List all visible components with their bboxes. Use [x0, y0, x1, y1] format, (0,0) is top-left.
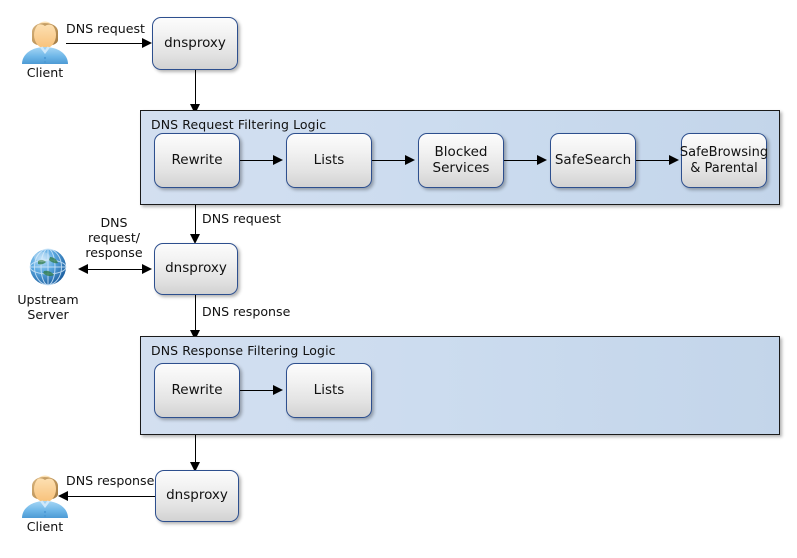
globe-icon-svg [29, 248, 67, 286]
arrow-proxy-to-client-head [58, 491, 68, 501]
arrow-req-4-head [669, 155, 679, 165]
person-icon-svg [22, 475, 68, 518]
stage-request-lists[interactable]: Lists [286, 133, 372, 188]
arrow-request-panel-to-proxy-head [189, 234, 200, 244]
arrow-proxy-to-request-panel-head [189, 104, 200, 114]
arrow-upstream-head-right [142, 264, 152, 274]
edge-label-proxy-to-request-filter: DNS request [202, 211, 281, 226]
actor-client-top: Client [12, 14, 78, 81]
arrow-upstream-head-left [78, 264, 88, 274]
arrow-req-4-line [636, 160, 671, 161]
edge-label-client-to-proxy: DNS request [66, 21, 145, 36]
arrow-proxy-to-response-panel-head [189, 330, 200, 340]
edge-label-proxy-to-response-filter: DNS response [202, 304, 291, 319]
person-icon-svg [22, 21, 68, 64]
node-dnsproxy-bottom[interactable]: dnsproxy [155, 470, 239, 522]
actor-upstream-server: Upstream Server [11, 243, 85, 323]
arrow-client-to-proxy-head [142, 38, 152, 48]
node-dnsproxy-top[interactable]: dnsproxy [152, 17, 238, 70]
edge-label-upstream-exchange: DNS request/ response [85, 215, 143, 260]
node-dnsproxy-middle[interactable]: dnsproxy [154, 243, 238, 295]
actor-caption: Client [26, 65, 64, 80]
actor-caption: Upstream Server [17, 292, 79, 322]
arrow-proxy-to-request-panel-line [195, 70, 196, 112]
arrow-req-3-line [504, 160, 539, 161]
stage-response-lists[interactable]: Lists [286, 363, 372, 418]
panel-request-title: DNS Request Filtering Logic [151, 117, 327, 132]
arrow-req-1-line [240, 160, 275, 161]
arrow-req-2-head [405, 155, 415, 165]
globe-icon [24, 243, 72, 291]
arrow-resp-1-line [240, 390, 275, 391]
actor-caption: Client [26, 519, 64, 534]
person-icon [18, 468, 72, 518]
arrow-req-3-head [537, 155, 547, 165]
panel-response-title: DNS Response Filtering Logic [151, 343, 336, 358]
arrow-proxy-to-response-panel-line [195, 295, 196, 340]
arrow-request-panel-to-proxy-line [195, 205, 196, 242]
arrow-response-panel-to-proxy-head [189, 462, 200, 472]
arrow-response-panel-to-proxy-line [195, 435, 196, 475]
stage-response-rewrite[interactable]: Rewrite [154, 363, 240, 418]
stage-request-blocked-services[interactable]: Blocked Services [418, 133, 504, 188]
arrow-req-1-head [273, 155, 283, 165]
actor-client-bottom: Client [12, 468, 78, 535]
person-icon [18, 14, 72, 64]
arrow-resp-1-head [273, 385, 283, 395]
stage-request-rewrite[interactable]: Rewrite [154, 133, 240, 188]
panel-request-filtering: DNS Request Filtering Logic [140, 110, 780, 205]
arrow-upstream-line [86, 269, 144, 270]
stage-request-safesearch[interactable]: SafeSearch [550, 133, 636, 188]
arrow-proxy-to-client-line [66, 496, 156, 497]
arrow-client-to-proxy-line [66, 43, 144, 44]
stage-request-safebrowsing-parental[interactable]: SafeBrowsing & Parental [680, 133, 768, 188]
arrow-req-2-line [372, 160, 407, 161]
panel-response-filtering: DNS Response Filtering Logic [140, 336, 780, 435]
edge-label-proxy-to-client: DNS response [66, 473, 155, 488]
